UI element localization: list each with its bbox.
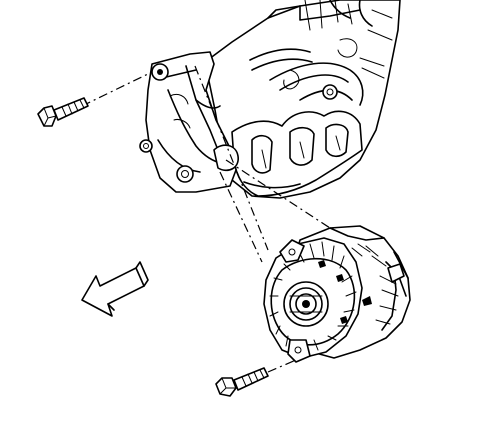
upper-bolt <box>37 97 89 127</box>
leader-lines <box>81 65 331 373</box>
direction-arrow <box>81 261 149 317</box>
alternator <box>263 225 411 363</box>
exhaust-manifold <box>231 110 363 197</box>
lower-bolt <box>215 367 269 397</box>
